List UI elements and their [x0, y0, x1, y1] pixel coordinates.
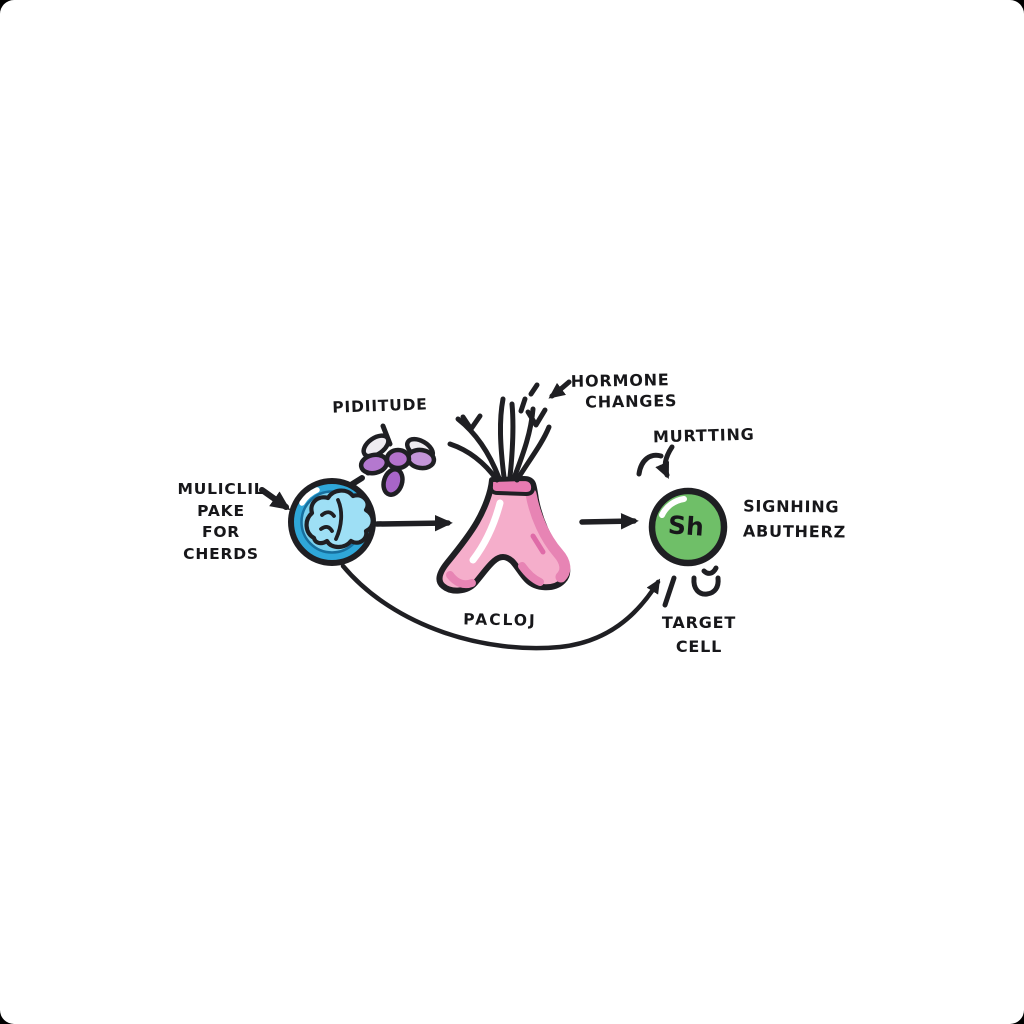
brain-node [288, 478, 376, 566]
hormone-spray [447, 382, 552, 483]
cell-badge: Sh [667, 510, 705, 542]
arc-arrow-brain-to-cell [340, 563, 661, 651]
signhing-line: SIGNHING [743, 496, 840, 517]
target-cell-label: TARGET CELL [662, 611, 736, 659]
muliclil-pointer-arrow [259, 487, 291, 511]
brain-caption-line: FOR [201, 523, 241, 541]
brain-caption-line: PAKE [197, 501, 245, 520]
target-cell-line: CELL [675, 637, 723, 656]
gland-node [436, 476, 571, 594]
target-cell-node [648, 487, 728, 567]
murtting-label: MURTTING [652, 424, 755, 447]
hormone-pointer-arrow [548, 379, 572, 399]
piditude-label: PIDIITUDE [332, 395, 428, 417]
arrow-brain-to-gland [374, 514, 453, 532]
brain-caption-line: MULICLIL [177, 480, 265, 498]
pituitary-flower-icon [358, 433, 437, 497]
signhing-line: ABUTHERZ [742, 521, 847, 542]
murtting-arrow [636, 444, 675, 480]
hormone-changes-label: HORMONE CHANGES [571, 369, 678, 413]
hormone-changes-line: HORMONE [570, 370, 670, 391]
signhing-label: SIGNHING ABUTHERZ [743, 494, 847, 545]
pacloj-label: PACLOJ [463, 610, 537, 630]
target-cell-line: TARGET [661, 613, 737, 632]
brain-caption-line: CHERDS [183, 544, 259, 563]
cell-motion-marks [662, 565, 721, 608]
hormone-changes-line: CHANGES [585, 391, 678, 412]
brain-caption: MULICLIL PAKE FOR CHERDS [178, 479, 265, 565]
arrow-gland-to-cell [579, 513, 639, 530]
